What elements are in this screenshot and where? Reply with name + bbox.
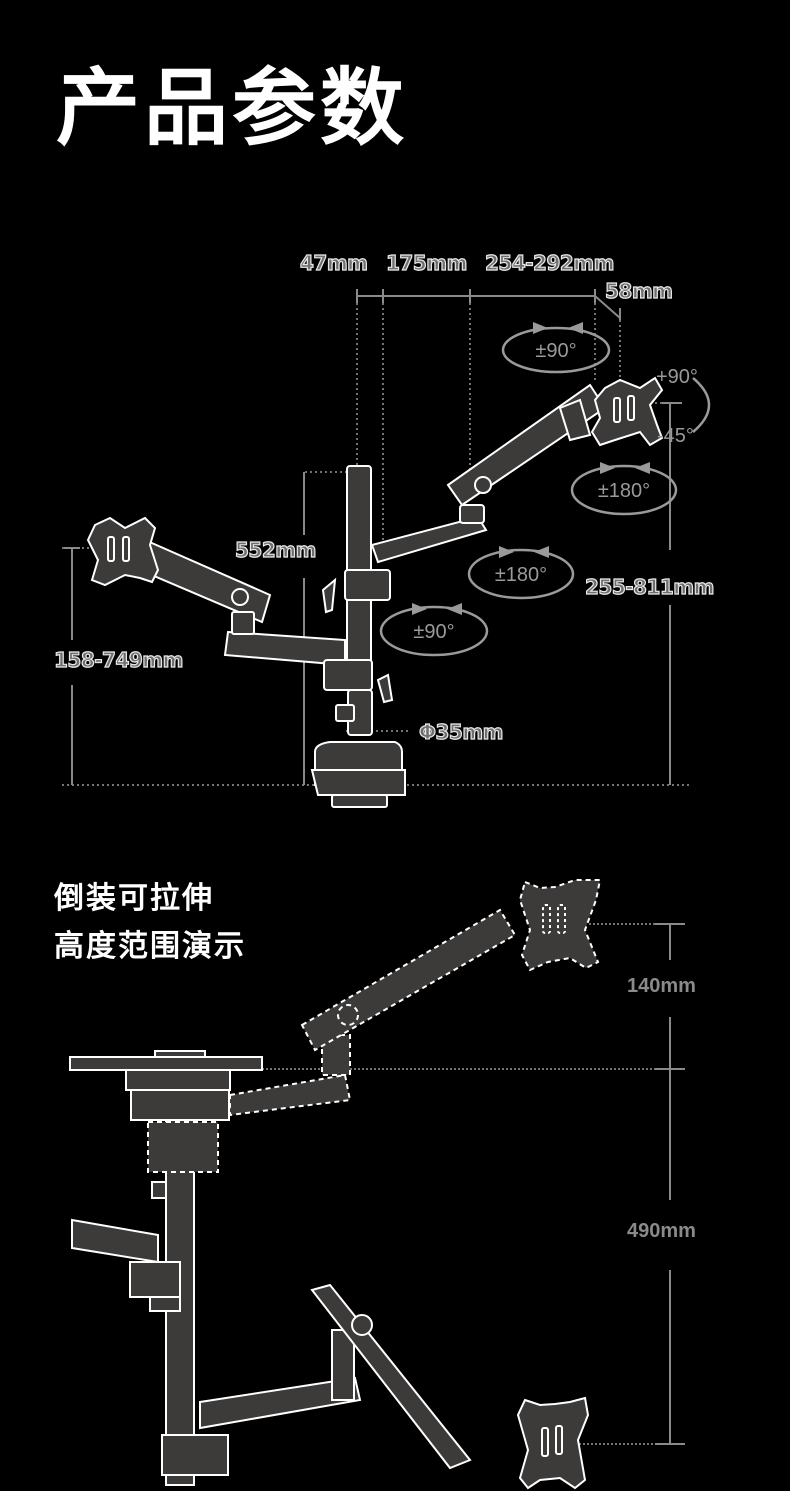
dim-arm-outer: 254-292mm xyxy=(484,251,615,275)
demo-upper-range: 140mm xyxy=(627,975,696,997)
label-head-swivel: ±90° xyxy=(535,340,577,362)
label-head-rotation: ±180° xyxy=(597,480,651,502)
spec-diagram xyxy=(62,289,711,808)
top-dimension-lines xyxy=(356,289,621,320)
dim-right-height-range: 255-811mm xyxy=(584,575,715,599)
label-tilt-up: +90° xyxy=(656,366,698,388)
label-base-rotation: ±90° xyxy=(413,621,455,643)
dim-pole-diameter: Φ35mm xyxy=(418,720,504,744)
lower-vesa-slots xyxy=(541,1425,563,1457)
demo-title-line2: 高度范围演示 xyxy=(54,929,246,964)
dim-arm-inner: 175mm xyxy=(385,251,468,275)
demo-title-line1: 倒装可拉伸 xyxy=(54,881,214,916)
page-title: 产品参数 xyxy=(56,59,409,157)
monitor-arm-illustration xyxy=(86,376,664,808)
upper-position-arm xyxy=(147,879,602,1173)
label-tilt-down: -45° xyxy=(657,425,694,447)
dim-pole-offset: 47mm xyxy=(299,251,368,275)
upper-vesa-slots xyxy=(542,904,566,934)
label-elbow-rotation: ±180° xyxy=(494,564,548,586)
dim-head-depth: 58mm xyxy=(604,279,673,303)
demo-measure-lines xyxy=(655,923,685,1445)
inverted-mount xyxy=(69,1050,590,1490)
dim-left-height-range: 158-749mm xyxy=(53,648,184,672)
rotation-indicators xyxy=(379,326,711,657)
dim-pole-height: 552mm xyxy=(234,538,317,562)
vesa-slots xyxy=(107,395,635,562)
demo-guides xyxy=(262,923,655,1445)
demo-lower-range: 490mm xyxy=(627,1220,696,1242)
rotation-arrows xyxy=(412,322,650,615)
height-lines xyxy=(64,402,682,785)
